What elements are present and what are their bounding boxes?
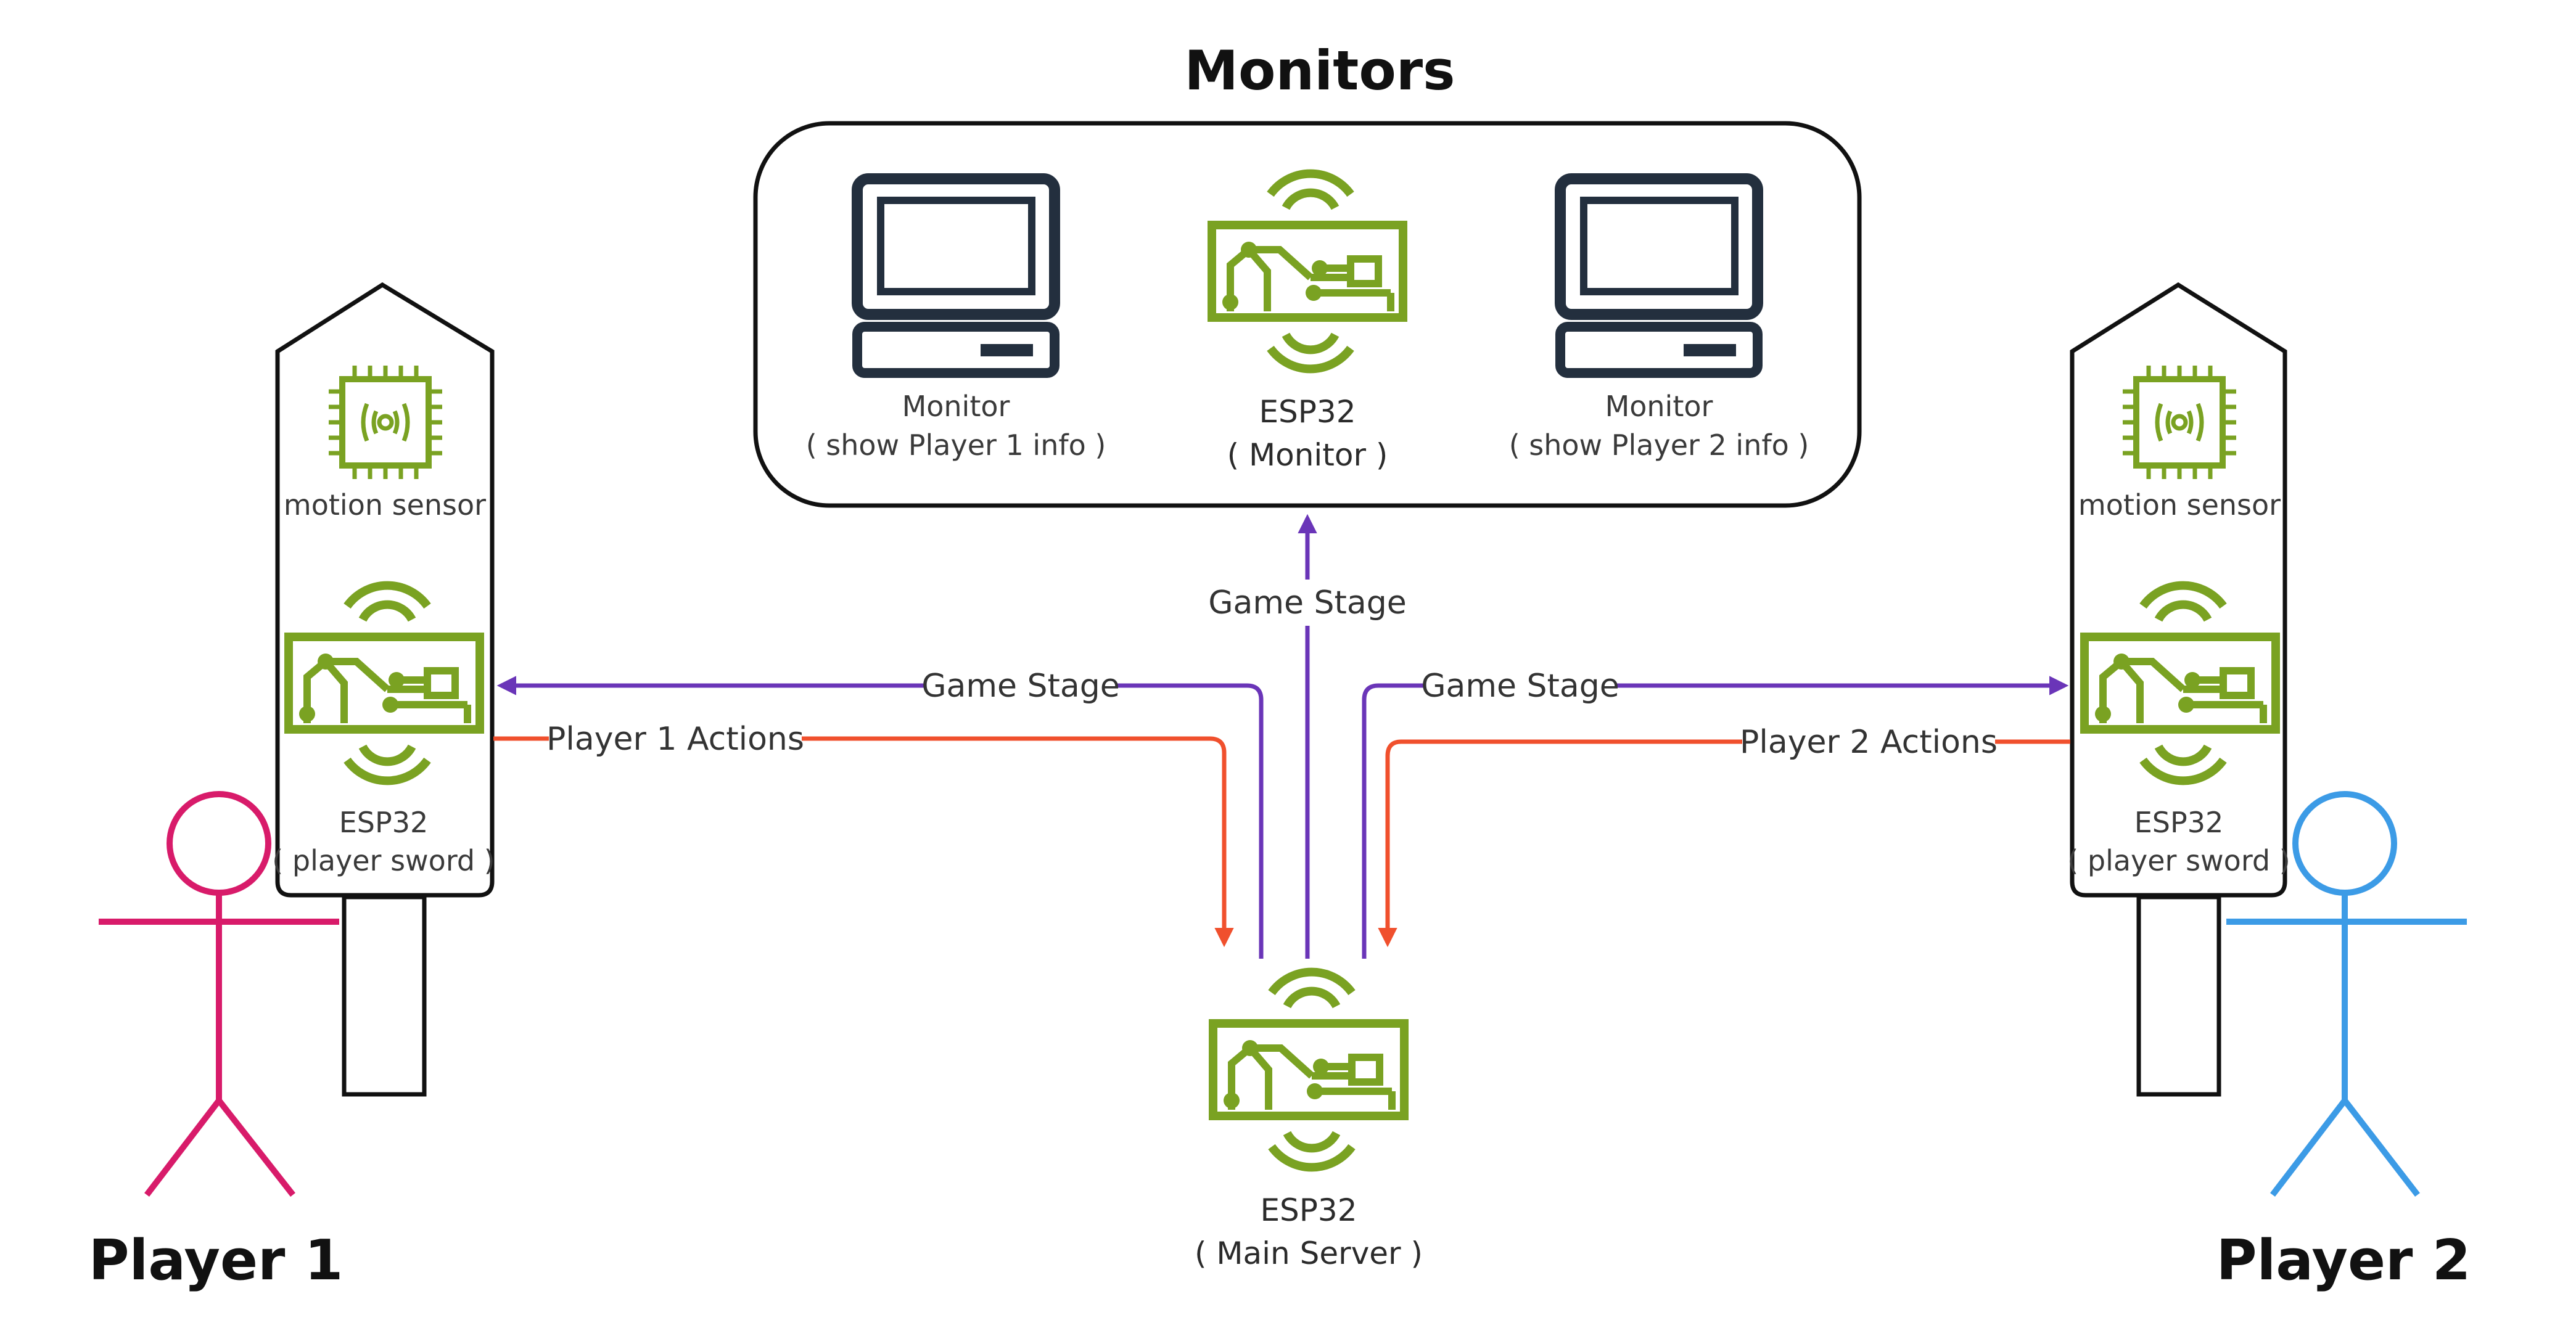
monitors-title: Monitors — [1184, 39, 1455, 102]
main-server-sublabel: ( Main Server ) — [1195, 1236, 1423, 1271]
monitors-group: Monitors Monitor ( show Player 1 info ) … — [753, 39, 1862, 508]
monitor-2-sublabel: ( show Player 2 info ) — [1509, 428, 1809, 462]
sword-right-board-sublabel: ( player sword ) — [2067, 844, 2290, 877]
monitor-1-label: Monitor — [902, 390, 1010, 423]
edge-server-to-sword1: Game Stage — [496, 665, 1264, 959]
esp32-monitor-sublabel: ( Monitor ) — [1227, 437, 1388, 473]
monitors-container — [753, 121, 1862, 508]
player-2-head — [2292, 791, 2397, 896]
sword-left-handle — [342, 895, 427, 1097]
sword-left: motion sensor ESP32 ( player sword ) — [272, 282, 495, 1097]
sword-left-board-sublabel: ( player sword ) — [272, 844, 495, 877]
sword-right: motion sensor ESP32 ( player sword ) — [2067, 282, 2290, 1097]
player-1-label: Player 1 — [89, 1228, 344, 1293]
monitor-1: Monitor ( show Player 1 info ) — [806, 179, 1106, 462]
edge-label-sword1-server: Player 1 Actions — [546, 721, 804, 758]
edge-sword2-to-server: Player 2 Actions — [1378, 720, 2070, 948]
esp32-monitor-label: ESP32 — [1259, 394, 1356, 430]
edge-label-server-sword2: Game Stage — [1421, 668, 1619, 705]
edge-server-to-sword2: Game Stage — [1362, 665, 2069, 959]
sword-right-handle — [2136, 895, 2221, 1097]
sword-right-board-label: ESP32 — [2134, 806, 2224, 839]
monitor-2-label: Monitor — [1605, 390, 1713, 423]
edge-server-to-monitor: Game Stage — [1208, 514, 1407, 959]
player-2-figure — [2226, 791, 2467, 1197]
main-server-label: ESP32 — [1260, 1192, 1357, 1228]
sword-left-sensor-label: motion sensor — [284, 488, 486, 522]
sword-left-board-label: ESP32 — [339, 806, 429, 839]
iot-board-wireless-icon — [1212, 174, 1403, 369]
edge-sword1-to-server: Player 1 Actions — [493, 717, 1234, 948]
monitor-1-sublabel: ( show Player 1 info ) — [806, 428, 1106, 462]
esp32-main-server: ESP32 ( Main Server ) — [1195, 972, 1423, 1271]
edge-label-sword2-server: Player 2 Actions — [1740, 724, 1998, 761]
esp32-monitor: ESP32 ( Monitor ) — [1212, 174, 1403, 473]
edge-label-server-monitor: Game Stage — [1208, 584, 1407, 621]
player-1-head — [167, 791, 271, 896]
edge-label-server-sword1: Game Stage — [921, 668, 1120, 705]
monitor-2: Monitor ( show Player 2 info ) — [1509, 179, 1809, 462]
iot-board-wireless-icon — [1213, 972, 1404, 1168]
desktop-computer-icon — [857, 179, 1055, 373]
desktop-computer-icon — [1560, 179, 1758, 373]
sword-right-sensor-label: motion sensor — [2078, 488, 2281, 522]
player-1-figure — [99, 791, 339, 1197]
player-2-label: Player 2 — [2216, 1228, 2471, 1293]
